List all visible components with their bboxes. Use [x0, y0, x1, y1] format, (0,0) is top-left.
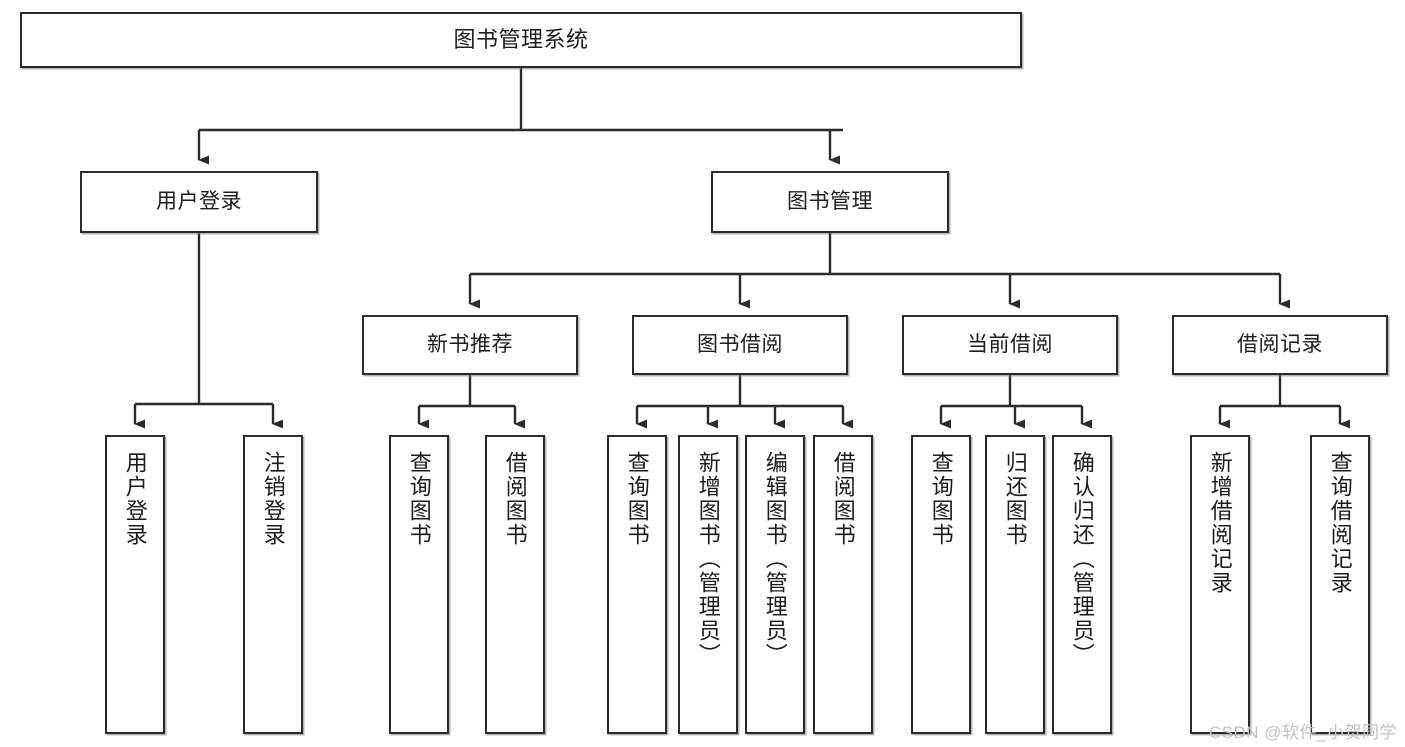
node-root-label: 图书管理系统 [453, 27, 589, 53]
node-user-login-label: 用户登录 [156, 189, 242, 213]
node-leaf-user-login[interactable]: 用户登录 [105, 435, 165, 734]
node-leaf-borrow-book-1[interactable]: 借阅图书 [485, 435, 545, 734]
node-book-borrow-label: 图书借阅 [697, 332, 783, 356]
node-leaf-query-record-label: 查询借阅记录 [1327, 451, 1353, 595]
csdn-watermark: CSDN @软件_小贺同学 [1208, 723, 1397, 742]
node-leaf-query-record[interactable]: 查询借阅记录 [1310, 435, 1370, 734]
node-leaf-query-book-1[interactable]: 查询图书 [389, 435, 449, 734]
node-leaf-edit-book-label: 编辑图书（管理员） [762, 451, 788, 667]
node-borrow-record[interactable]: 借阅记录 [1172, 315, 1388, 375]
node-leaf-confirm-return[interactable]: 确认归还（管理员） [1052, 435, 1112, 734]
node-leaf-add-record-label: 新增借阅记录 [1207, 451, 1233, 595]
node-leaf-user-logout-label: 注销登录 [260, 451, 286, 547]
node-leaf-add-book[interactable]: 新增图书（管理员） [678, 435, 738, 734]
node-book-manage[interactable]: 图书管理 [711, 171, 949, 233]
connector-new-book-recommend-to-leaves [417, 375, 525, 429]
node-leaf-return-book-label: 归还图书 [1002, 451, 1028, 547]
connector-borrow-record-to-leaves [1218, 375, 1350, 429]
node-leaf-user-logout[interactable]: 注销登录 [243, 435, 303, 734]
node-leaf-return-book[interactable]: 归还图书 [985, 435, 1045, 734]
connector-current-borrow-to-leaves [939, 375, 1092, 429]
node-leaf-edit-book[interactable]: 编辑图书（管理员） [745, 435, 805, 734]
node-leaf-query-book-3-label: 查询图书 [928, 451, 954, 547]
node-root-system[interactable]: 图书管理系统 [20, 12, 1022, 68]
node-leaf-borrow-book-1-label: 借阅图书 [502, 451, 528, 547]
connector-root-to-level1 [197, 68, 843, 165]
connector-book-borrow-to-leaves [635, 375, 853, 429]
node-leaf-query-book-2[interactable]: 查询图书 [607, 435, 667, 734]
node-leaf-confirm-return-label: 确认归还（管理员） [1069, 451, 1095, 667]
node-leaf-add-record[interactable]: 新增借阅记录 [1190, 435, 1250, 734]
connector-book-manage-to-level2 [468, 233, 1290, 309]
node-leaf-user-login-label: 用户登录 [122, 451, 148, 547]
node-new-book-recommend-label: 新书推荐 [427, 332, 513, 356]
node-user-login[interactable]: 用户登录 [80, 171, 318, 233]
node-leaf-query-book-2-label: 查询图书 [624, 451, 650, 547]
node-current-borrow-label: 当前借阅 [967, 332, 1053, 356]
node-current-borrow[interactable]: 当前借阅 [902, 315, 1118, 375]
node-new-book-recommend[interactable]: 新书推荐 [362, 315, 578, 375]
node-book-manage-label: 图书管理 [787, 189, 873, 213]
node-book-borrow[interactable]: 图书借阅 [632, 315, 848, 375]
node-leaf-borrow-book-2-label: 借阅图书 [830, 451, 856, 547]
node-leaf-query-book-3[interactable]: 查询图书 [911, 435, 971, 734]
connector-user-login-to-leaves [133, 233, 283, 429]
node-leaf-borrow-book-2[interactable]: 借阅图书 [813, 435, 873, 734]
node-leaf-query-book-1-label: 查询图书 [406, 451, 432, 547]
node-leaf-add-book-label: 新增图书（管理员） [695, 451, 721, 667]
node-borrow-record-label: 借阅记录 [1237, 332, 1323, 356]
